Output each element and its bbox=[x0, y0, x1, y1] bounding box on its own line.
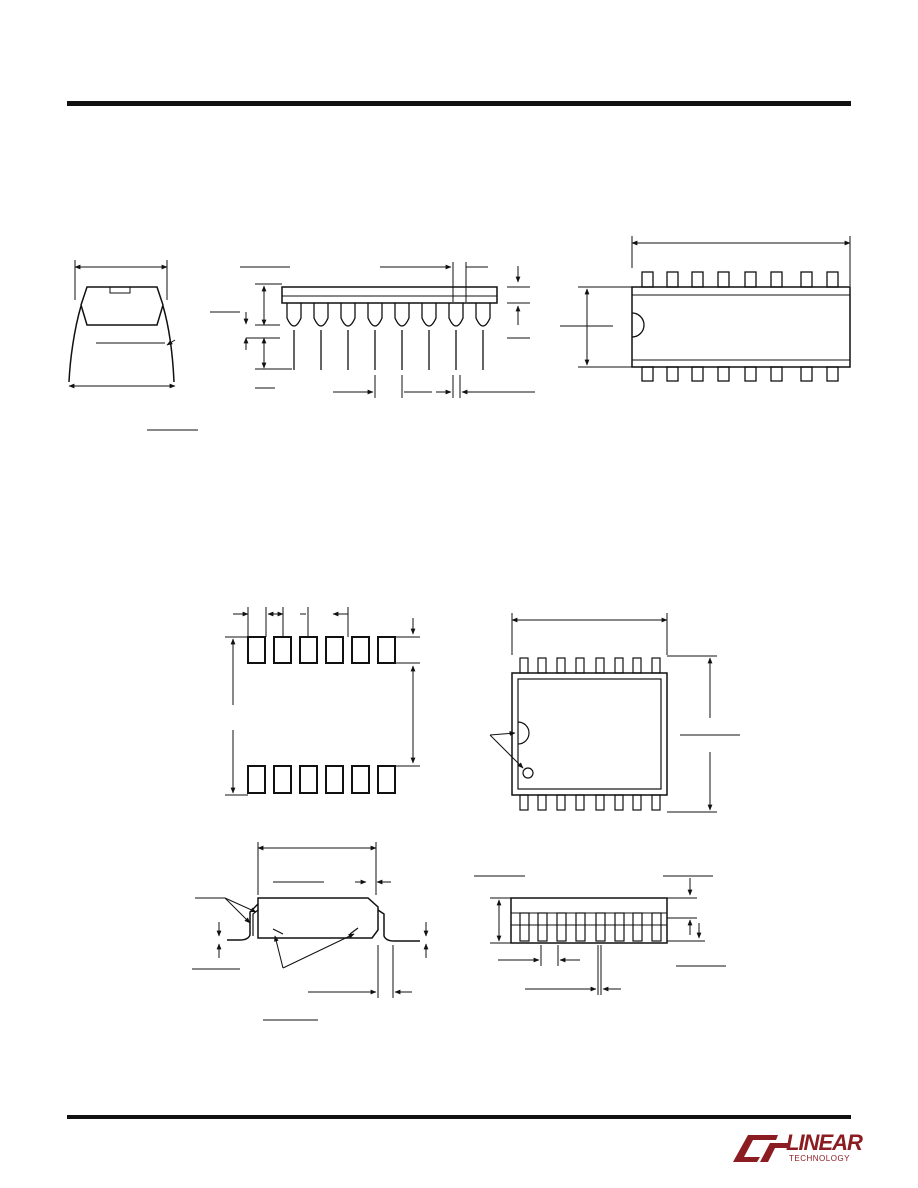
so-recommended-footprint bbox=[225, 607, 420, 796]
dip-end-view bbox=[68, 260, 176, 389]
so-end-view bbox=[192, 842, 429, 1021]
dip-side-view bbox=[210, 262, 535, 398]
header-rule bbox=[67, 101, 851, 106]
linear-technology-logo bbox=[733, 1135, 790, 1162]
so-top-view bbox=[489, 613, 740, 813]
so-side-view bbox=[474, 875, 726, 995]
footer-rule bbox=[67, 1115, 851, 1119]
logo-subtitle: TECHNOLOGY bbox=[789, 1154, 851, 1163]
dip-top-view bbox=[560, 236, 851, 382]
logo-wordmark: LINEAR bbox=[786, 1130, 863, 1155]
